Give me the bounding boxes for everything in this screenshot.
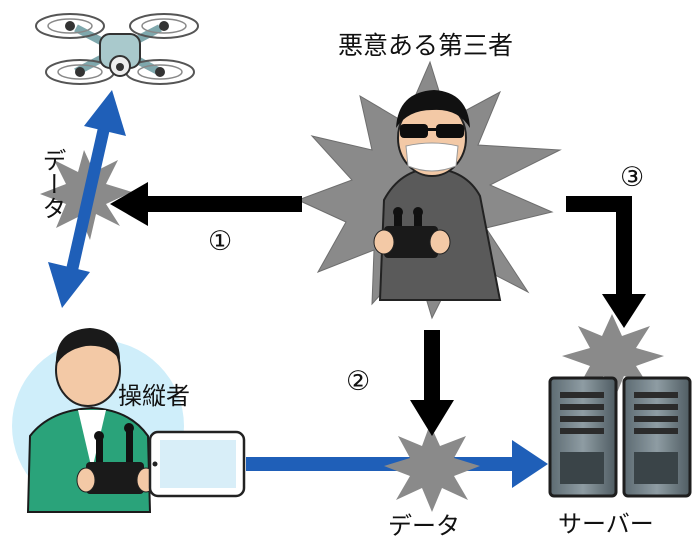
marker-1: ① (208, 226, 233, 257)
data-label-vertical: データ (38, 148, 66, 220)
operator-icon (12, 328, 184, 513)
arrow-3 (566, 196, 646, 328)
arrow-1 (110, 182, 302, 226)
drone-link-arrow (48, 90, 126, 308)
drone-icon (35, 13, 199, 85)
server-label: サーバー (558, 510, 654, 538)
data-burst-bottom (384, 424, 480, 512)
tablet-icon (148, 430, 246, 498)
marker-3: ③ (620, 162, 645, 193)
server-icon (548, 376, 692, 498)
arrow-2 (410, 330, 454, 436)
operator-label: 操縦者 (118, 382, 190, 410)
marker-2: ② (346, 366, 371, 397)
controller-icon (373, 207, 451, 258)
attacker-title: 悪意ある第三者 (338, 31, 514, 60)
data-label-bottom: データ (388, 512, 460, 540)
